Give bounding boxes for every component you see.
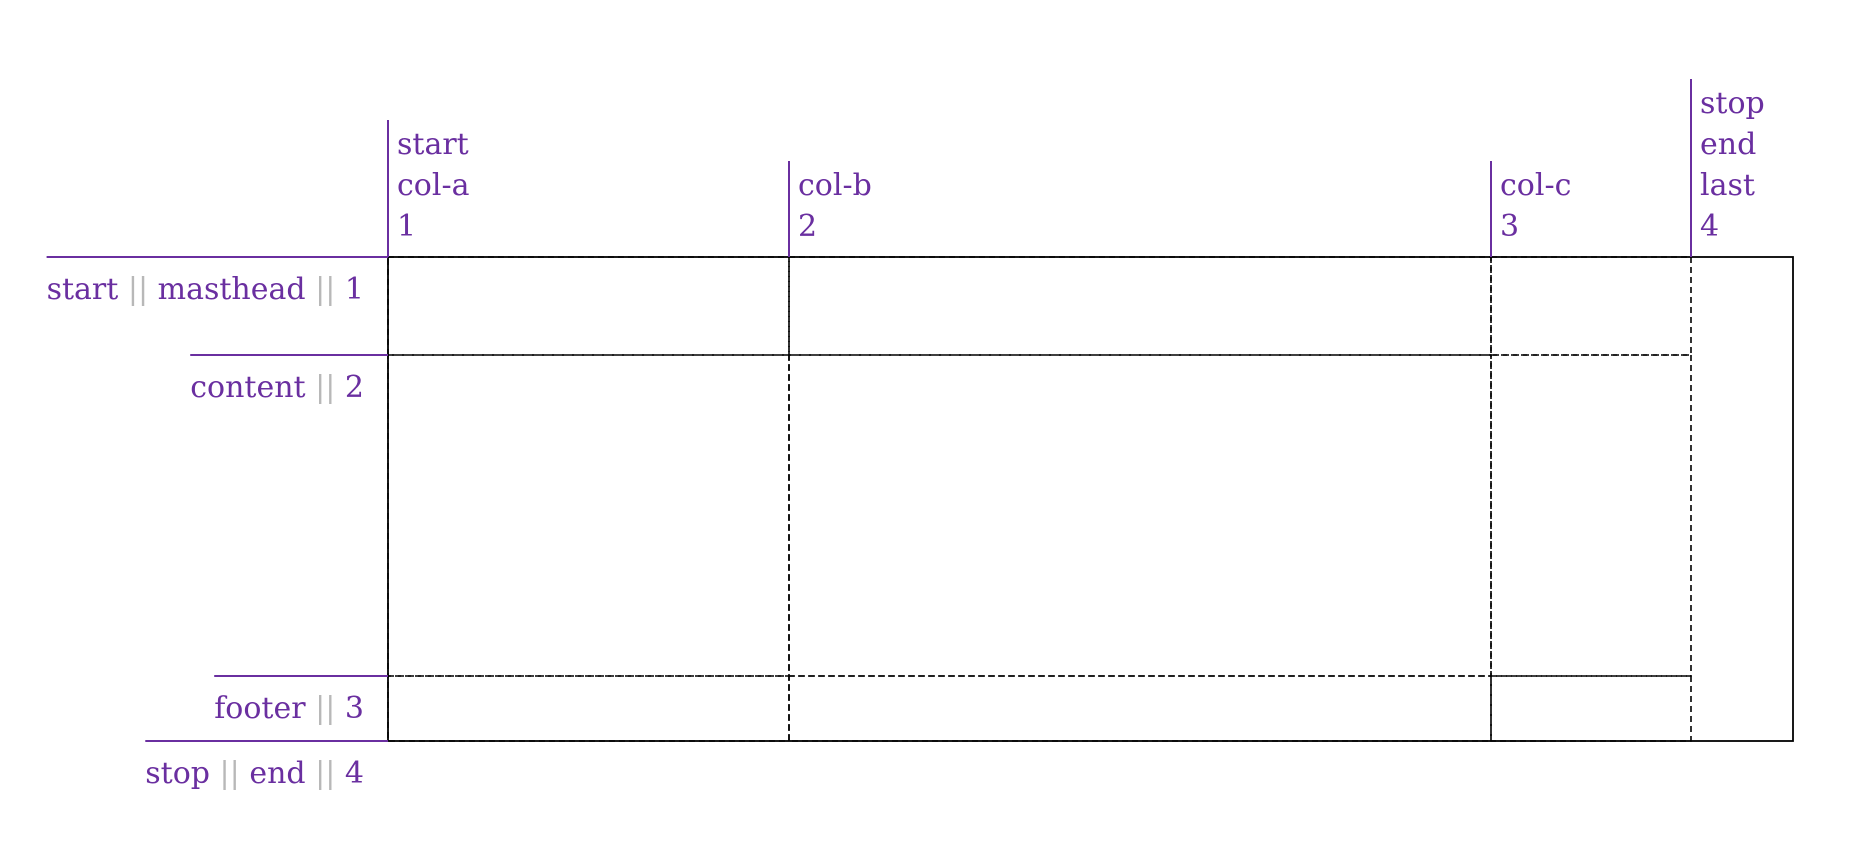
column-line-labels: start col-a 1 col-b 2 col-c 3 stop end last 4 bbox=[387, 79, 1765, 257]
column-line-1: start col-a 1 bbox=[387, 120, 470, 257]
row-line-labels: start || masthead || 1 content || 2 footer… bbox=[46, 256, 388, 791]
row-line-number: 2 bbox=[345, 370, 364, 405]
column-line-name: stop bbox=[1700, 86, 1765, 121]
row-line-label: stop || end || 4 bbox=[145, 756, 364, 791]
column-line-3: col-c 3 bbox=[1490, 161, 1571, 257]
separator-mark: || bbox=[128, 272, 148, 307]
row-line-name: end bbox=[249, 756, 305, 791]
row-line-number: 1 bbox=[345, 272, 364, 307]
row-line-label: start || masthead || 1 bbox=[47, 272, 364, 307]
separator-mark: || bbox=[315, 272, 335, 307]
separator-mark: || bbox=[315, 691, 335, 726]
row-line-number: 4 bbox=[345, 756, 364, 791]
column-line-number: 3 bbox=[1500, 209, 1519, 244]
row-line-3: footer || 3 bbox=[214, 675, 388, 726]
grid-cell-r1-c2 bbox=[788, 256, 1492, 356]
column-line-number: 4 bbox=[1700, 209, 1719, 244]
column-line-name: col-c bbox=[1500, 168, 1571, 203]
row-line-name: masthead bbox=[158, 272, 306, 307]
grid-cell-r2-c1 bbox=[387, 354, 790, 677]
grid-cell-r3-c2 bbox=[788, 675, 1492, 742]
grid-cell-r1-c1 bbox=[387, 256, 790, 356]
row-line-name: footer bbox=[214, 691, 306, 726]
row-line-name: stop bbox=[145, 756, 210, 791]
grid-cell-r3-c3 bbox=[1490, 675, 1692, 742]
column-line-name: col-b bbox=[798, 168, 872, 203]
row-line-2: content || 2 bbox=[190, 354, 388, 405]
column-line-2: col-b 2 bbox=[788, 161, 872, 257]
column-line-number: 2 bbox=[798, 209, 817, 244]
column-line-name: last bbox=[1700, 168, 1755, 203]
row-line-name: start bbox=[47, 272, 119, 307]
row-line-label: content || 2 bbox=[190, 370, 364, 405]
outer-container-outline bbox=[387, 256, 1794, 742]
grid-cell-r2-c2 bbox=[788, 354, 1492, 677]
separator-mark: || bbox=[315, 756, 335, 791]
row-line-4: stop || end || 4 bbox=[145, 740, 388, 791]
row-line-label: footer || 3 bbox=[214, 691, 364, 726]
column-line-name: end bbox=[1700, 127, 1756, 162]
grid-container-box bbox=[387, 256, 1794, 742]
row-line-1: start || masthead || 1 bbox=[46, 256, 388, 307]
column-line-name: col-a bbox=[397, 168, 470, 203]
row-line-number: 3 bbox=[345, 691, 364, 726]
separator-mark: || bbox=[220, 756, 240, 791]
grid-cell-r2-c3 bbox=[1490, 354, 1692, 677]
grid-cells bbox=[387, 256, 1692, 742]
grid-cell-r1-c3 bbox=[1490, 256, 1692, 356]
separator-mark: || bbox=[315, 370, 335, 405]
row-line-name: content bbox=[190, 370, 305, 405]
column-line-4: stop end last 4 bbox=[1690, 79, 1765, 257]
grid-cell-r3-c1 bbox=[387, 675, 790, 742]
column-line-number: 1 bbox=[397, 209, 416, 244]
column-line-name: start bbox=[397, 127, 469, 162]
